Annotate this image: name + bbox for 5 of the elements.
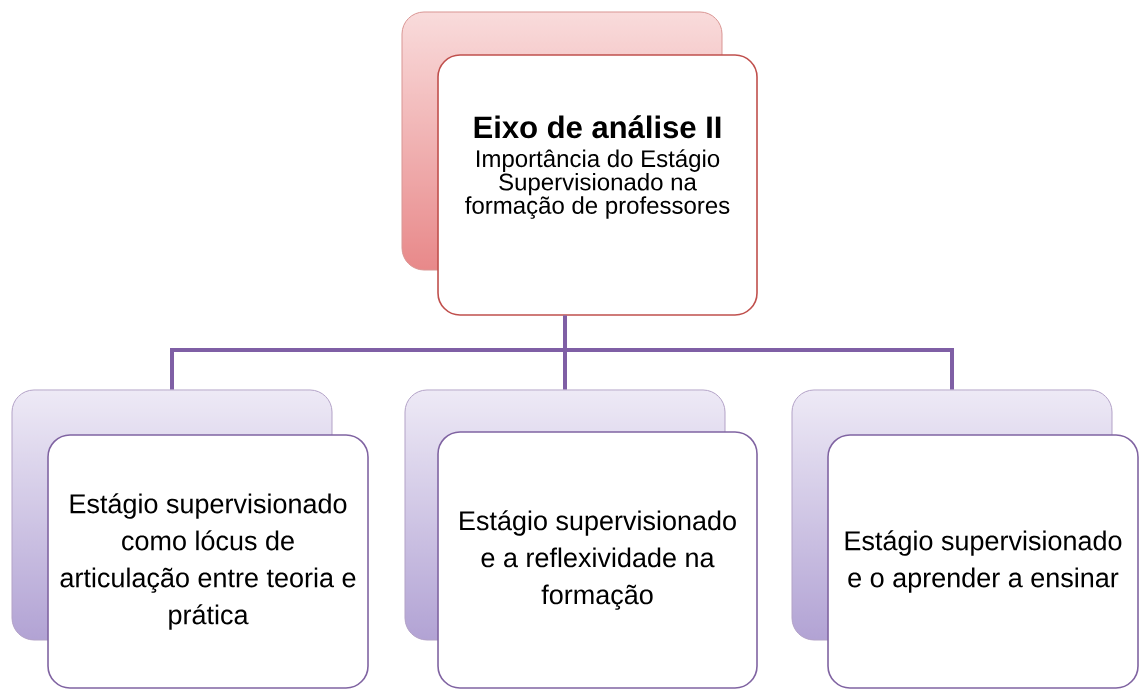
card-box: Estágio supervisionado como lócus de articulação entre teoria e prática [11, 389, 369, 689]
card-box: Estágio supervisionado e o aprender a ensinar [791, 389, 1139, 689]
card-box: Estágio supervisionado e a reflexividade na formação [404, 389, 758, 689]
connector-line [563, 315, 954, 390]
card-box: Eixo de análise II Importância do Estágio Supervisionado na formação de professores [401, 11, 758, 316]
